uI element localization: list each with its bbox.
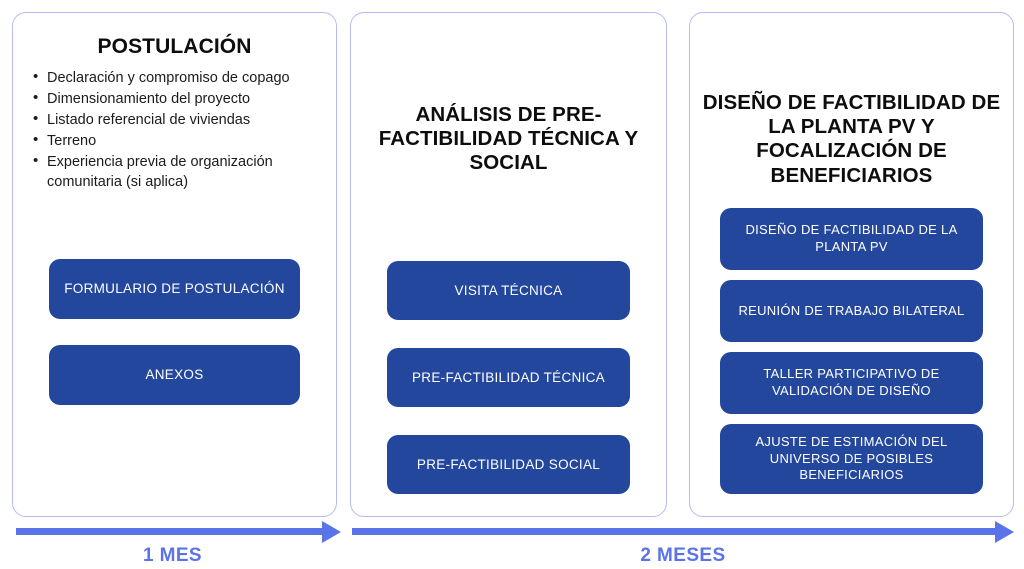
timeline-label-2: 2 MESES [640, 545, 726, 566]
column-3-button-stack: DISEÑO DE FACTIBILIDAD DE LA PLANTA PV R… [720, 208, 983, 504]
arrow-line [352, 528, 995, 535]
arrow-head [322, 521, 341, 543]
diseno-factibilidad-planta-pv-button[interactable]: DISEÑO DE FACTIBILIDAD DE LA PLANTA PV [720, 208, 983, 270]
arrow-head [995, 521, 1014, 543]
process-column-diseno-factibilidad: DISEÑO DE FACTIBILIDAD DE LA PLANTA PV Y… [689, 12, 1014, 517]
column-2-title: ANÁLISIS DE PRE-FACTIBILIDAD TÉCNICA Y S… [378, 103, 639, 175]
column-3-title-wrap: DISEÑO DE FACTIBILIDAD DE LA PLANTA PV Y… [690, 91, 1013, 188]
list-item: Experiencia previa de organización comun… [33, 151, 328, 192]
list-item: Dimensionamiento del proyecto [33, 88, 328, 109]
column-2-title-wrap: ANÁLISIS DE PRE-FACTIBILIDAD TÉCNICA Y S… [351, 103, 666, 176]
column-3-title: DISEÑO DE FACTIBILIDAD DE LA PLANTA PV Y… [702, 91, 1001, 187]
process-columns: POSTULACIÓN Declaración y compromiso de … [0, 0, 1024, 520]
column-1-title: POSTULACIÓN [97, 35, 252, 58]
timeline: 1 MES 2 MESES [0, 520, 1024, 569]
pre-factibilidad-social-button[interactable]: PRE-FACTIBILIDAD SOCIAL [387, 435, 630, 494]
pre-factibilidad-tecnica-button[interactable]: PRE-FACTIBILIDAD TÉCNICA [387, 348, 630, 407]
visita-tecnica-button[interactable]: VISITA TÉCNICA [387, 261, 630, 320]
taller-participativo-validacion-button[interactable]: TALLER PARTICIPATIVO DE VALIDACIÓN DE DI… [720, 352, 983, 414]
arrow-line [16, 528, 322, 535]
reunion-de-trabajo-bilateral-button[interactable]: REUNIÓN DE TRABAJO BILATERAL [720, 280, 983, 342]
process-column-analisis-prefactibilidad: ANÁLISIS DE PRE-FACTIBILIDAD TÉCNICA Y S… [350, 12, 667, 517]
column-1-button-stack: FORMULARIO DE POSTULACIÓN ANEXOS [49, 259, 300, 431]
column-1-bullet-list: Declaración y compromiso de copago Dimen… [27, 67, 328, 193]
timeline-arrow-1-icon [16, 520, 341, 544]
list-item: Terreno [33, 130, 328, 151]
timeline-arrow-2-icon [352, 520, 1014, 544]
timeline-label-1: 1 MES [142, 545, 203, 566]
ajuste-estimacion-universo-button[interactable]: AJUSTE DE ESTIMACIÓN DEL UNIVERSO DE POS… [720, 424, 983, 494]
column-2-button-stack: VISITA TÉCNICA PRE-FACTIBILIDAD TÉCNICA … [387, 261, 630, 522]
process-column-postulacion: POSTULACIÓN Declaración y compromiso de … [12, 12, 337, 517]
list-item: Listado referencial de viviendas [33, 109, 328, 130]
list-item: Declaración y compromiso de copago [33, 67, 328, 88]
anexos-button[interactable]: ANEXOS [49, 345, 300, 405]
formulario-de-postulacion-button[interactable]: FORMULARIO DE POSTULACIÓN [49, 259, 300, 319]
